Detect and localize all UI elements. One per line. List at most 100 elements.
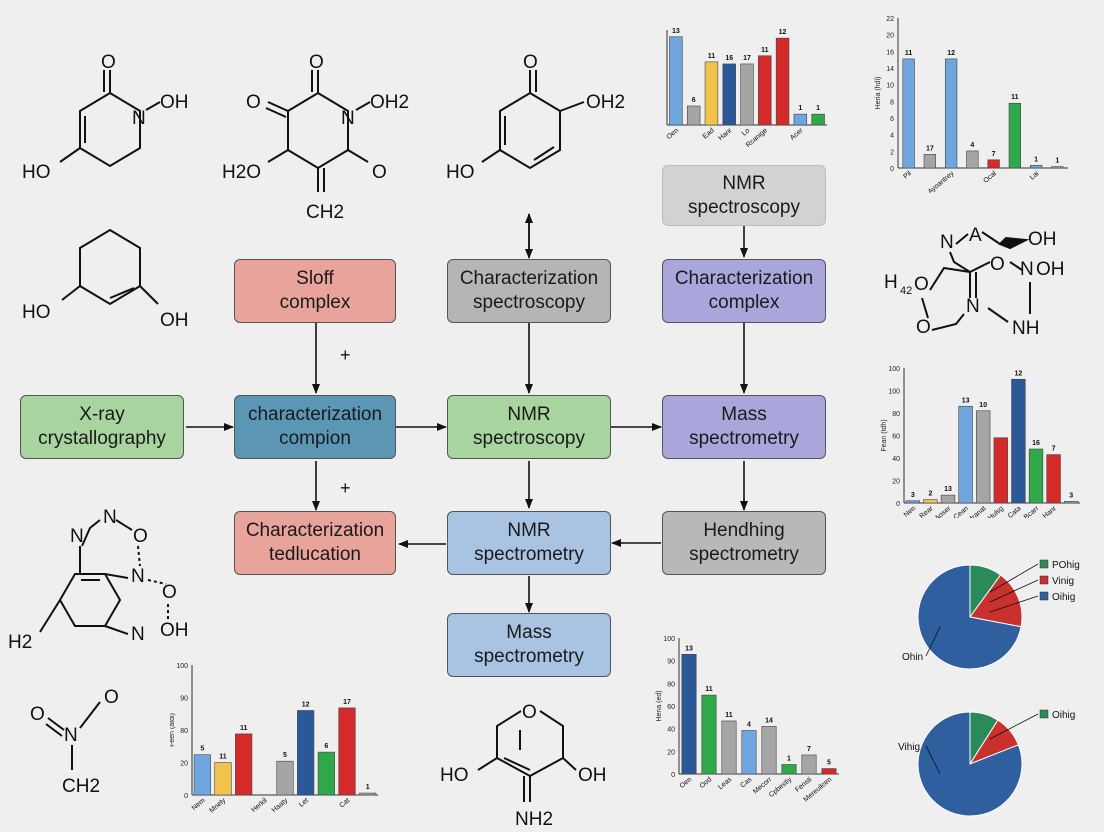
x-tick-label: Nem — [191, 797, 207, 812]
svg-text:NH: NH — [1012, 318, 1039, 339]
svg-text:H: H — [884, 272, 898, 293]
svg-text:N: N — [966, 296, 980, 317]
bar — [681, 654, 697, 775]
legend-label: Vinig — [1052, 576, 1074, 587]
svg-text:CH2: CH2 — [306, 202, 344, 223]
node-mass-spectrometry-bottom: Mass spectrometry — [447, 613, 611, 677]
legend-swatch — [1039, 559, 1049, 569]
legend-label: Oihig — [1052, 710, 1075, 721]
data-label: 14 — [765, 717, 773, 724]
data-label: 11 — [708, 53, 716, 60]
svg-text:N: N — [131, 624, 145, 645]
x-tick-label: Cat — [338, 797, 351, 809]
bar — [338, 707, 356, 796]
data-label: 1 — [1034, 156, 1038, 163]
data-label: 11 — [905, 50, 913, 57]
svg-text:OH2: OH2 — [586, 92, 625, 113]
bar — [1029, 164, 1043, 169]
data-label: 1 — [787, 755, 791, 762]
x-tick-label: Hanr — [717, 127, 734, 143]
bar — [902, 58, 915, 169]
legend-label: POhig — [1052, 560, 1080, 571]
svg-text:O: O — [914, 274, 929, 295]
svg-text:OH: OH — [578, 765, 607, 786]
y-tick-label: 0 — [184, 793, 188, 800]
data-label: 12 — [947, 50, 955, 57]
bar — [958, 405, 973, 504]
bar — [944, 58, 958, 169]
x-tick-label: Herkil — [250, 797, 269, 814]
bar — [1051, 166, 1064, 169]
bar — [686, 105, 701, 126]
y-tick-label: 2 — [890, 149, 894, 156]
svg-text:O: O — [372, 162, 387, 183]
plus-sign: + — [340, 478, 351, 498]
svg-text:N: N — [103, 507, 117, 528]
svg-text:O: O — [522, 702, 537, 723]
data-label: 7 — [1052, 446, 1056, 453]
data-label: 12 — [1015, 370, 1023, 377]
svg-text:CH2: CH2 — [62, 776, 100, 797]
svg-text:A: A — [969, 225, 982, 246]
bar — [1064, 501, 1079, 504]
data-label: 3 — [1069, 492, 1073, 499]
x-tick-label: Ocal — [982, 170, 998, 185]
bar — [740, 63, 754, 126]
data-label: 4 — [747, 721, 751, 728]
plus-sign: + — [340, 345, 351, 365]
data-label: 11 — [1011, 94, 1019, 101]
svg-text:N: N — [64, 725, 78, 746]
molecule-bicyclic: N A OH H 42 O O N OH O N NH — [884, 225, 1065, 339]
node-sloff-complex: Sloff complex — [234, 259, 396, 323]
svg-text:NH2: NH2 — [515, 809, 553, 830]
y-tick-label: 100 — [888, 366, 900, 373]
bar — [1028, 448, 1044, 504]
bar — [317, 751, 335, 796]
legend-leader — [989, 579, 1039, 603]
y-tick-label: 14 — [886, 66, 894, 73]
bar — [297, 710, 315, 796]
connectors — [186, 213, 748, 613]
y-tick-label: 6 — [890, 116, 894, 123]
molecule-pyran: O HO OH NH2 — [440, 702, 607, 830]
svg-text:N: N — [940, 232, 954, 253]
node-characterization-compion: characterization compion — [234, 395, 396, 459]
svg-text:OH2: OH2 — [370, 92, 409, 113]
pie-leader — [925, 745, 941, 775]
legend-swatch — [1039, 709, 1049, 719]
data-label: 6 — [692, 97, 696, 104]
ring-bond — [58, 573, 122, 627]
x-tick-label: Hanr — [1042, 505, 1059, 518]
node-hendhing-spectrometry: Hendhing spectrometry — [662, 511, 826, 575]
bar — [775, 37, 790, 126]
pie-leader — [925, 626, 941, 657]
svg-text:HO: HO — [440, 765, 469, 786]
x-tick-label: Ayoantrey — [927, 170, 956, 193]
y-tick-label: 10 — [886, 83, 894, 90]
y-axis-label: Heria (hdi) — [875, 77, 882, 110]
x-tick-label: Ead — [702, 127, 716, 140]
svg-text:H2: H2 — [8, 632, 32, 653]
y-tick-label: 100 — [888, 389, 900, 396]
data-label: 10 — [979, 402, 987, 409]
pie-outer-label: Ohin — [902, 652, 923, 663]
y-tick-label: 22 — [886, 16, 894, 23]
y-tick-label: 80 — [892, 411, 900, 418]
molecule-fused-heterocycle: N N O N O N OH H2 — [8, 507, 189, 653]
bar — [276, 760, 294, 796]
svg-text:O: O — [101, 52, 116, 73]
y-tick-label: 40 — [892, 456, 900, 463]
x-tick-label: Lo — [741, 127, 752, 137]
bar — [923, 499, 938, 504]
molecule-cyclohexenediol: HO OH — [22, 228, 189, 331]
x-tick-label: Oen — [679, 776, 694, 790]
data-label: 11 — [240, 725, 248, 732]
data-label: 11 — [725, 712, 733, 719]
x-tick-label: Mnely — [208, 797, 227, 815]
data-label: 13 — [672, 28, 680, 35]
node-x-ray-crystallography: X-ray crystallography — [20, 395, 184, 459]
